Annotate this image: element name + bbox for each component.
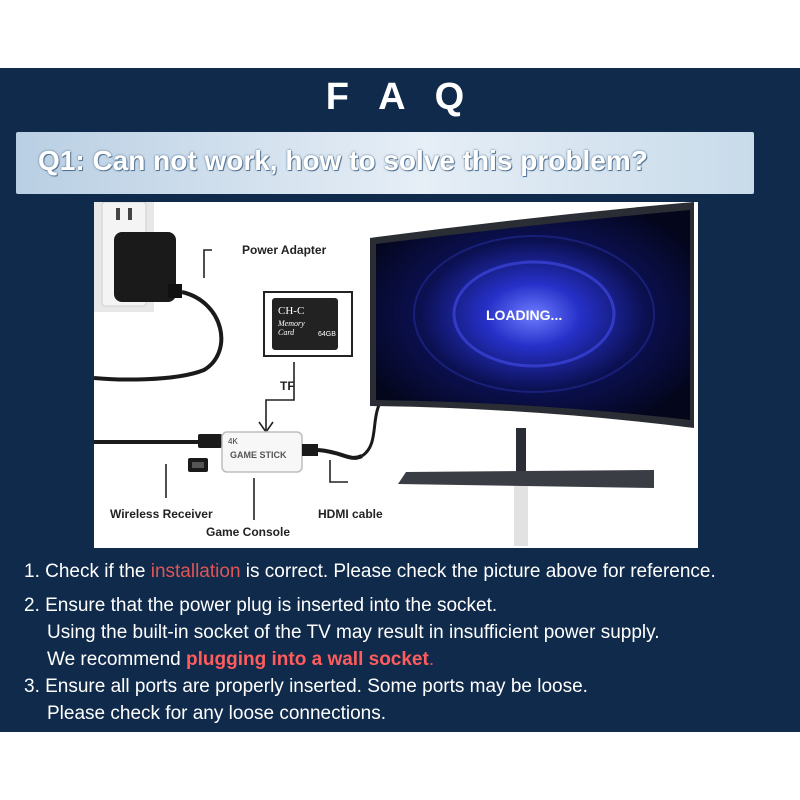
svg-text:64GB: 64GB — [318, 331, 336, 338]
tf-card-icon: CH-C Memory Card 64GB — [263, 291, 353, 357]
power-adapter-label: Power Adapter — [242, 243, 327, 257]
power-adapter-icon — [114, 232, 182, 302]
instruction-3-line-2: Please check for any loose connections. — [47, 703, 387, 724]
setup-diagram-graphic: Power Adapter CH-C Memory Card 64GB TF W… — [94, 202, 694, 546]
instruction-1: 1. Check if the installation is correct.… — [24, 561, 716, 582]
svg-text:Memory: Memory — [277, 319, 305, 328]
wireless-receiver-icon — [188, 458, 208, 472]
monitor-icon: LOADING... — [370, 202, 694, 546]
instruction-2-line-2: Using the built-in socket of the TV may … — [47, 622, 660, 643]
svg-text:Card: Card — [278, 328, 295, 337]
setup-diagram: Power Adapter CH-C Memory Card 64GB TF W… — [94, 202, 698, 548]
loading-text: LOADING... — [486, 307, 562, 323]
svg-text:CH-C: CH-C — [278, 305, 304, 317]
instruction-3-line-1: 3. Ensure all ports are properly inserte… — [24, 676, 588, 697]
instruction-2-line-3: We recommend plugging into a wall socket… — [47, 649, 435, 670]
question-text: Q1: Can not work, how to solve this prob… — [38, 145, 648, 176]
game-console-label: Game Console — [206, 525, 290, 539]
game-console-icon: 4K GAME STICK — [221, 431, 303, 473]
installation-highlight: installation — [150, 561, 241, 582]
hdmi-cable-label: HDMI cable — [318, 507, 383, 521]
svg-text:GAME STICK: GAME STICK — [230, 450, 287, 460]
wireless-receiver-label: Wireless Receiver — [110, 507, 213, 521]
wall-socket-highlight: plugging into a wall socket — [186, 649, 429, 670]
hdmi-cable — [317, 448, 363, 460]
power-cable — [94, 290, 224, 382]
faq-panel: F A Q Q1: Can not work, how to solve thi… — [0, 68, 800, 732]
svg-text:4K: 4K — [228, 437, 238, 446]
question-banner: Q1: Can not work, how to solve this prob… — [16, 132, 754, 194]
tf-label: TF — [280, 379, 295, 393]
instructions-list: 1. Check if the installation is correct.… — [24, 558, 800, 727]
instruction-2-line-1: 2. Ensure that the power plug is inserte… — [24, 595, 498, 616]
faq-title: F A Q — [325, 76, 475, 118]
